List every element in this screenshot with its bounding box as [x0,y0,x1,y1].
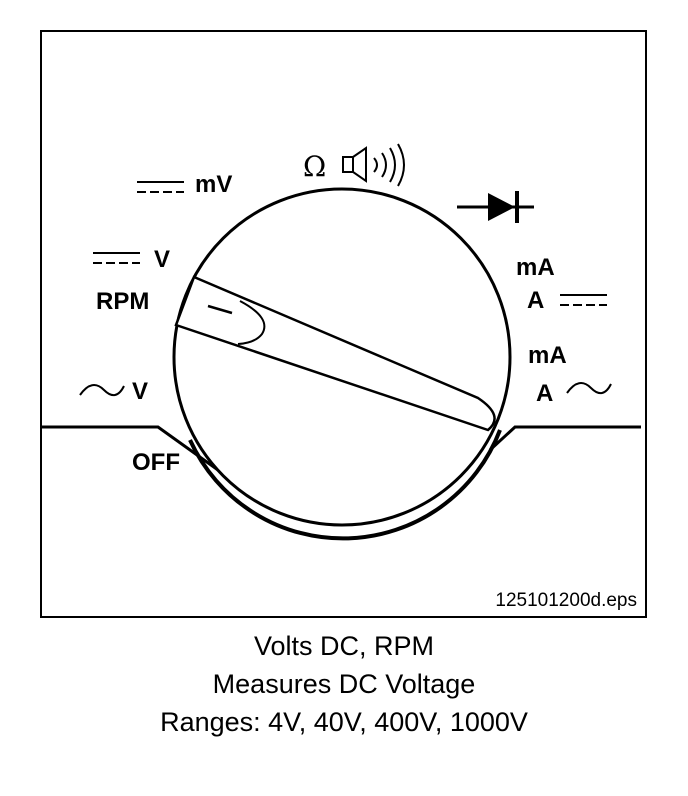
dc-mv-label: mV [195,171,232,198]
dc-symbol-icon [93,252,140,264]
dc-mv-setting: mV [137,171,232,198]
diode-icon [457,191,534,223]
ac-symbol-icon [79,384,125,397]
a-ac-setting: A [536,380,612,407]
a-ac-label: A [536,380,553,407]
a-dc-setting: A [527,287,607,314]
ac-v-setting: V [79,378,148,405]
ac-symbol-icon [566,382,612,395]
dc-v-setting: V [93,246,170,273]
ma-ac-label: mA [528,342,567,369]
dc-symbol-icon [560,294,607,306]
caption-line-1: Volts DC, RPM [253,631,435,661]
ac-v-label: V [132,378,148,405]
speaker-icon [342,146,367,183]
file-label: 125101200d.eps [495,590,637,611]
dial-rim-shadow [188,429,502,541]
caption-line-2: Measures DC Voltage [212,669,476,699]
ohm-continuity-setting: Ω [303,143,405,187]
case-outline-right [488,425,641,452]
dc-symbol-icon [137,181,184,193]
off-label: OFF [132,449,180,476]
rpm-label: RPM [96,288,149,315]
ma-dc-label: mA [516,254,555,281]
sound-waves-icon [373,143,405,187]
caption-line-3: Ranges: 4V, 40V, 400V, 1000V [160,707,528,737]
multimeter-dial-figure: Ω mV V RPM V [40,30,647,618]
dc-v-label: V [154,246,170,273]
a-dc-label: A [527,287,544,314]
ohm-symbol-icon: Ω [303,150,326,183]
dial-pointer [174,275,496,432]
